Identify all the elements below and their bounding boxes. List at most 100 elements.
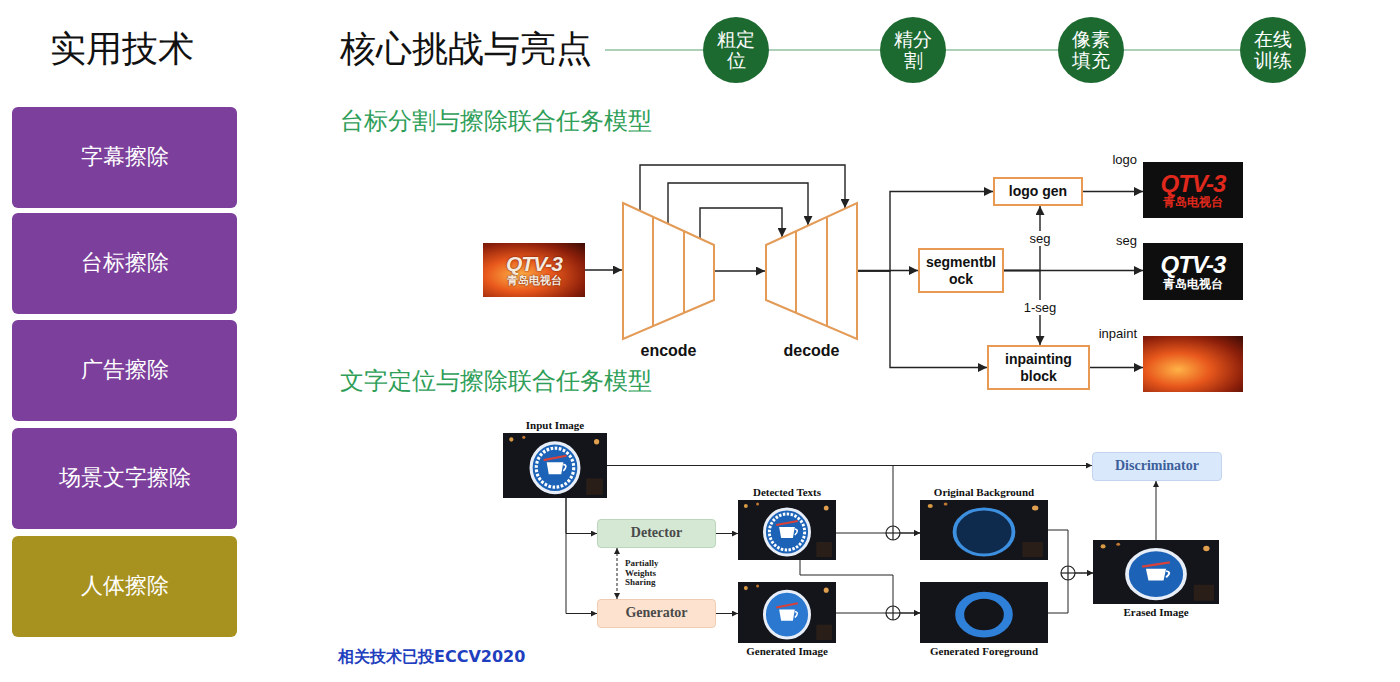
text-group: Detector: [631, 525, 682, 541]
edge-label: 1-seg: [1022, 300, 1059, 315]
connector: [1156, 481, 1157, 540]
technique-box: 广告擦除: [12, 320, 237, 421]
connector: [668, 183, 808, 225]
photo-illustration: [738, 500, 836, 560]
connector: [946, 49, 1058, 51]
text-group: 台标擦除: [81, 250, 169, 276]
node-text: logo gen: [1009, 183, 1067, 199]
node-text: 青岛电视台: [1163, 278, 1223, 291]
connector: [716, 533, 738, 534]
text-group: 精分割: [891, 29, 935, 71]
footnote: 相关技术已投ECCV2020: [338, 648, 525, 666]
photo-panel: Original Background: [920, 500, 1048, 560]
panel-caption: Generated Foreground: [930, 645, 1038, 657]
module-box: Generator: [597, 599, 716, 628]
text-group: 粗定位: [714, 29, 758, 71]
node-text: 粗定位: [714, 29, 758, 71]
node-text: QTV-3: [1161, 171, 1226, 197]
step-circle: 在线训练: [1240, 17, 1306, 83]
connector: [640, 165, 845, 210]
sum-symbol: [886, 526, 900, 540]
node-text: QTV-3: [1161, 252, 1226, 278]
text-group: QTV-3青岛电视台: [1161, 171, 1226, 210]
connector: [836, 613, 920, 614]
text-group: 字幕擦除: [81, 144, 169, 170]
text-group: 像素填充: [1069, 29, 1113, 71]
connector: [585, 269, 622, 270]
photo-illustration: [1093, 540, 1219, 604]
photo-illustration: [920, 500, 1048, 560]
connector: [836, 533, 920, 534]
panel-caption: Erased Image: [1123, 606, 1188, 618]
technique-box: 人体擦除: [12, 536, 237, 637]
photo-panel: Generated Image: [738, 582, 836, 643]
module-box: Detector: [597, 519, 716, 548]
text-group: 场景文字擦除: [59, 465, 191, 491]
section-heading: 台标分割与擦除联合任务模型: [340, 108, 652, 136]
node-text: 广告擦除: [81, 357, 169, 383]
logo-image: inpaint: [1143, 336, 1243, 392]
text-group: inpainting block: [993, 351, 1084, 383]
photo-illustration: [920, 582, 1048, 643]
codec-block: decode: [765, 202, 858, 340]
node-text: Discriminator: [1115, 458, 1199, 474]
connector: [1083, 191, 1143, 192]
timeline-line: [605, 49, 703, 51]
decoder-shape: [765, 202, 858, 340]
panel-caption: decode: [783, 342, 839, 360]
node-text: 青岛电视台: [1163, 196, 1223, 209]
text-group: 在线训练: [1251, 29, 1295, 71]
slide-title: 核心挑战与亮点: [340, 28, 592, 69]
text-group: 人体擦除: [81, 573, 169, 599]
connector: [769, 49, 880, 51]
logo-image: QTV-3青岛电视台: [483, 243, 585, 297]
text-group: logo gen: [1009, 183, 1067, 199]
sum-symbol: [886, 606, 900, 620]
text-group: QTV-3青岛电视台: [1161, 252, 1226, 291]
node-text: QTV-3: [506, 253, 562, 276]
node-text: 台标擦除: [81, 250, 169, 276]
node-text: 精分割: [891, 29, 935, 71]
codec-block: encode: [622, 202, 715, 340]
node-text: 人体擦除: [81, 573, 169, 599]
text-group: Generator: [625, 605, 687, 621]
panel-caption: logo: [1112, 152, 1137, 167]
panel-caption: Original Background: [934, 486, 1034, 498]
panel-caption: seg: [1116, 233, 1137, 248]
panel-caption: Generated Image: [746, 645, 828, 657]
photo-panel: Input Image: [503, 433, 607, 498]
logo-image: logoQTV-3青岛电视台: [1143, 162, 1243, 218]
node-text: Generator: [625, 605, 687, 621]
sum-symbol: [1061, 566, 1075, 580]
node-text: inpainting block: [993, 351, 1084, 383]
encoder-shape: [622, 202, 715, 340]
node-text: 字幕擦除: [81, 144, 169, 170]
text-group: 广告擦除: [81, 357, 169, 383]
section-heading: 文字定位与擦除联合任务模型: [340, 368, 652, 396]
node-text: 在线训练: [1251, 29, 1295, 71]
node-text: segmentbl ock: [924, 254, 998, 286]
panel-caption: Detected Texts: [753, 486, 821, 498]
text-group: Discriminator: [1115, 458, 1199, 474]
module-box: Discriminator: [1092, 452, 1222, 481]
photo-illustration: [738, 582, 836, 643]
logo-image: segQTV-3青岛电视台: [1143, 243, 1243, 300]
process-box: logo gen: [993, 177, 1083, 206]
connector: [566, 498, 597, 534]
technique-box: 字幕擦除: [12, 107, 237, 208]
photo-panel: Erased Image: [1093, 540, 1219, 604]
step-circle: 像素填充: [1058, 17, 1124, 83]
node-text: 像素填充: [1069, 29, 1113, 71]
photo-panel: Generated Foreground: [920, 582, 1048, 643]
connector: [1124, 49, 1240, 51]
text-group: QTV-3青岛电视台: [506, 253, 562, 288]
node-text: Detector: [631, 525, 682, 541]
panel-caption: inpaint: [1099, 326, 1137, 341]
connector: [566, 498, 597, 614]
connector: [700, 208, 782, 238]
edge-label: seg: [1028, 231, 1053, 246]
technique-box: 场景文字擦除: [12, 428, 237, 529]
technique-box: 台标擦除: [12, 213, 237, 314]
